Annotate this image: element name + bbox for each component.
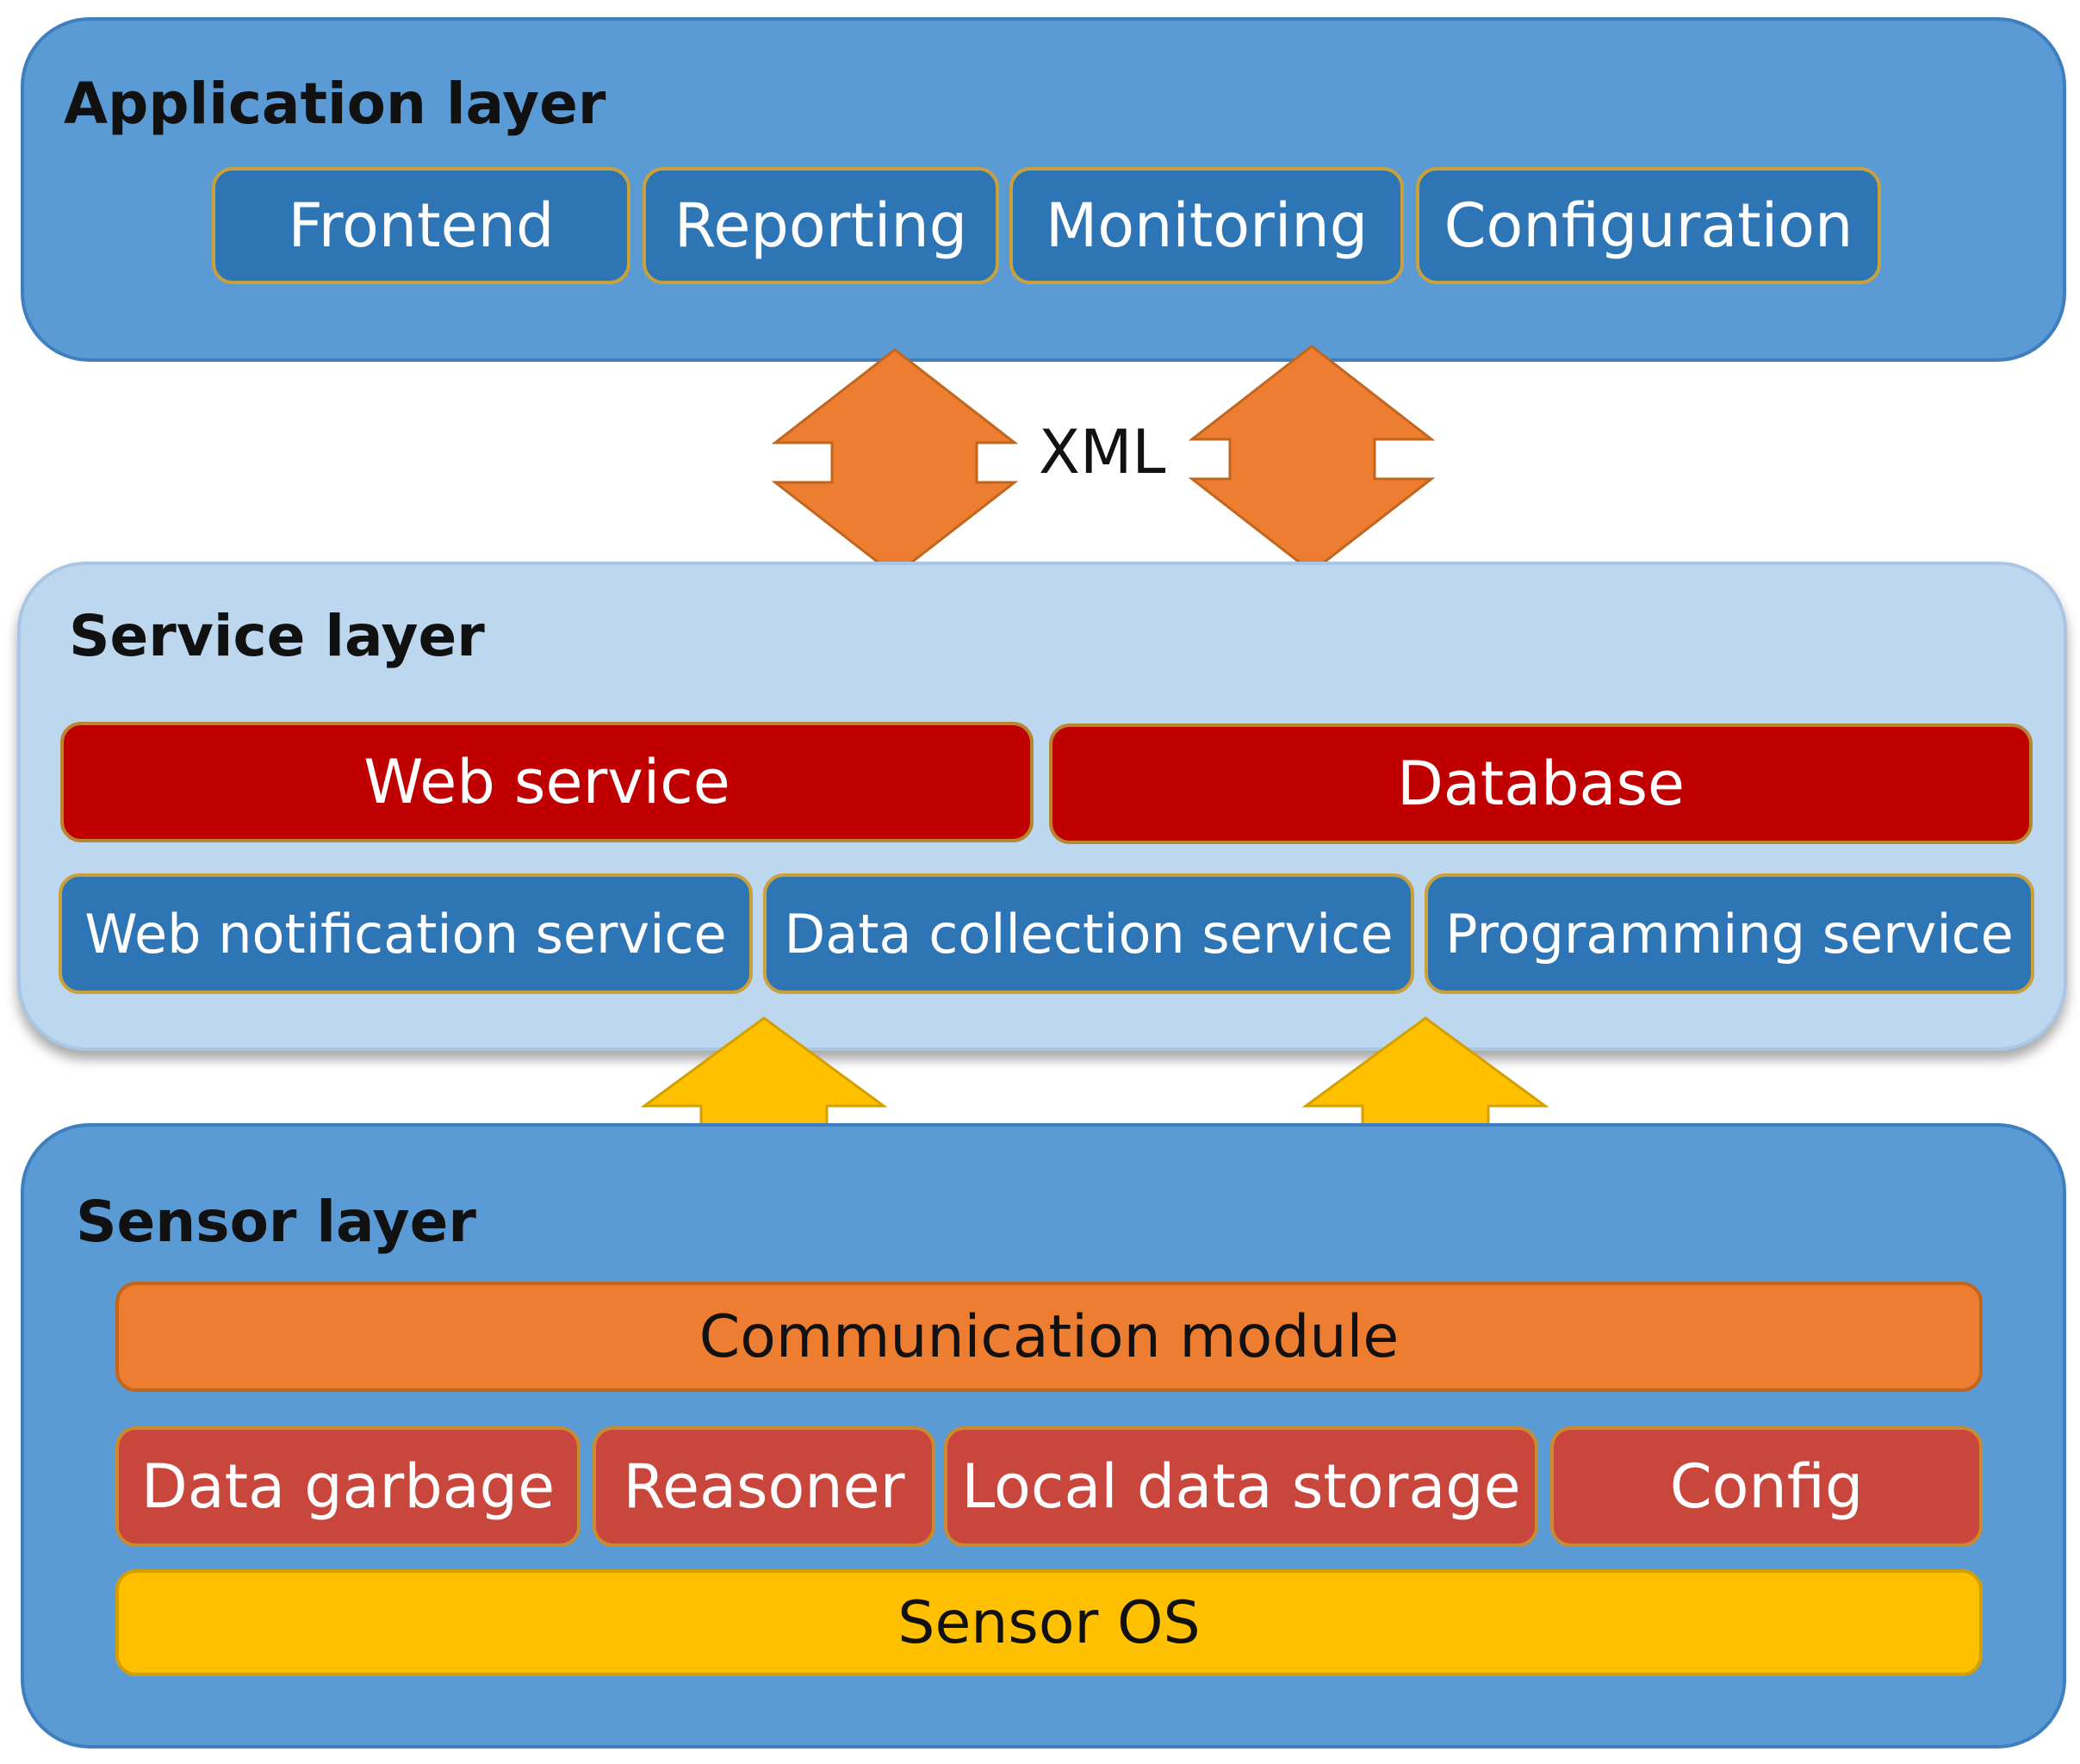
communication-module-box: Communication module [115, 1282, 1983, 1392]
xml-label: XML [1039, 417, 1166, 488]
double-arrow-icon [1189, 345, 1435, 574]
web-notification-service-box: Web notification service [59, 873, 753, 994]
double-arrow-icon [772, 348, 1018, 577]
sensor-layer-title: Sensor layer [76, 1189, 476, 1255]
programming-service-box: Programming service [1425, 873, 2034, 994]
module-frontend: Frontend [212, 167, 630, 284]
local-data-storage-box: Local data storage [944, 1426, 1538, 1547]
data-garbage-box: Data garbage [115, 1426, 581, 1547]
database-box: Database [1049, 724, 2033, 844]
sensor-os-box: Sensor OS [115, 1569, 1983, 1676]
module-monitoring: Monitoring [1009, 167, 1404, 284]
web-service-box: Web service [60, 722, 1034, 842]
application-layer-title: Application layer [64, 71, 606, 137]
config-box: Config [1550, 1426, 1983, 1547]
module-configuration: Configuration [1416, 167, 1881, 284]
module-reporting: Reporting [643, 167, 999, 284]
data-collection-service-box: Data collection service [763, 873, 1414, 994]
reasoner-box: Reasoner [593, 1426, 935, 1547]
service-layer-title: Service layer [69, 603, 485, 669]
